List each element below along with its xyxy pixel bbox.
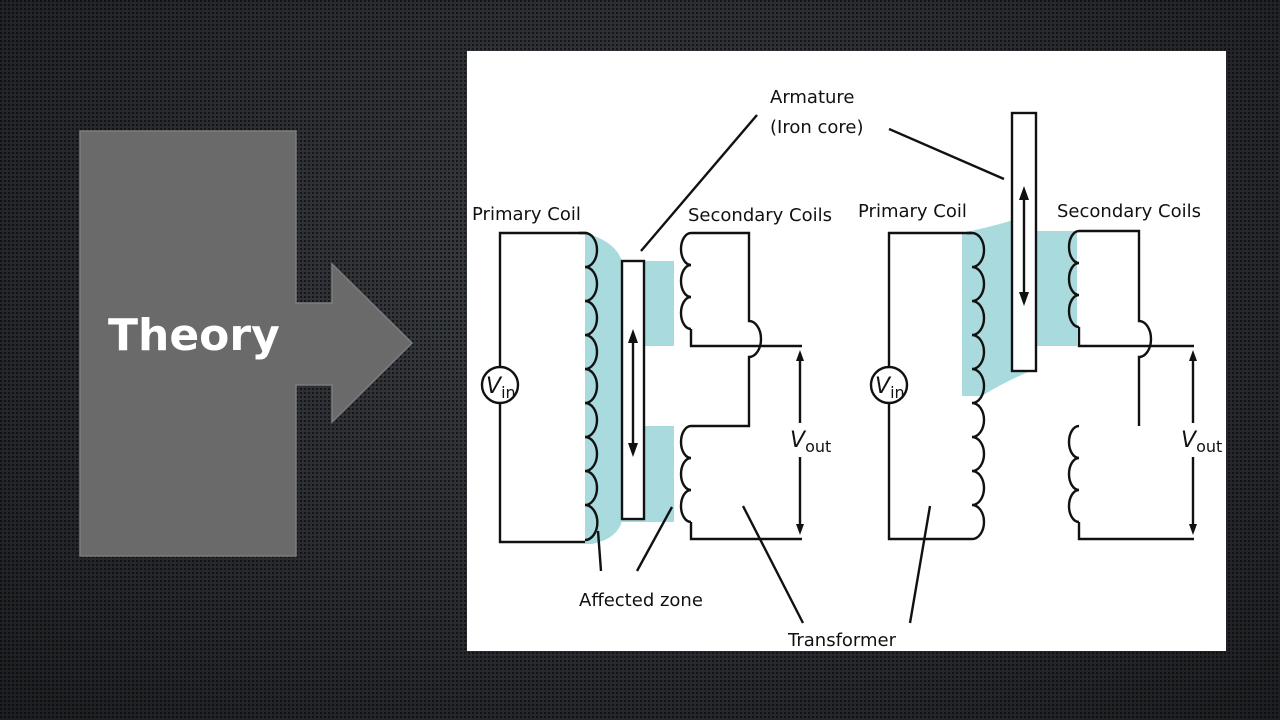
primary-wire-right (887, 231, 972, 541)
secondary-coil-left-upper (679, 231, 692, 331)
primary-coil-right (967, 231, 986, 541)
lvdt-diagram: Vin Vout Vin (467, 51, 1226, 651)
arrow-head-down-left (628, 443, 638, 457)
primary-wire-left (498, 231, 587, 544)
iron-core-label: (Iron core) (770, 117, 864, 138)
secondary-coil-left-lower (679, 424, 692, 524)
vin-label-right: Vin (875, 374, 905, 402)
arrow-head-down-right (1019, 292, 1029, 306)
primary-coil-left (579, 231, 599, 542)
secondary-coil-right-upper (1067, 229, 1080, 329)
affected-zone-leader-1 (596, 530, 603, 572)
vout-label-bg-left (782, 423, 832, 457)
arrow-head-up-right (1019, 186, 1029, 200)
secondary-wire-left (689, 231, 802, 541)
primary-coil-label-right: Primary Coil (858, 201, 967, 222)
affected-zone-leader-2 (635, 506, 674, 572)
slide-title: Theory (108, 310, 280, 361)
primary-coil-label-left: Primary Coil (472, 204, 581, 225)
affected-zone-label: Affected zone (579, 590, 703, 611)
secondary-wire-right (1077, 229, 1194, 541)
vin-source-left (480, 365, 520, 405)
secondary-coils-label-left: Secondary Coils (688, 205, 832, 226)
vin-source-right (869, 365, 909, 405)
vout-head-bottom-left (796, 524, 804, 535)
armature-label: Armature (770, 87, 855, 108)
vin-label-left: Vin (486, 374, 516, 402)
lvdt-diagram-svg: Vin Vout Vin (472, 87, 1226, 651)
transformer-leader-left (741, 505, 805, 624)
vout-label-right: Vout (1181, 428, 1222, 456)
transformer-label: Transformer (787, 630, 897, 651)
vout-head-top-left (796, 350, 804, 361)
secondary-coil-right-lower (1067, 424, 1080, 524)
vout-head-top-right (1189, 350, 1197, 361)
armature-leader-left (640, 114, 758, 252)
vout-label-bg-right (1177, 423, 1226, 457)
vout-label-left: Vout (790, 428, 831, 456)
affected-zone-left-primary (585, 233, 622, 544)
secondary-coils-label-right: Secondary Coils (1057, 201, 1201, 222)
armature-leader-right (888, 127, 1005, 181)
arrow-head-up-left (628, 329, 638, 343)
transformer-leader-right (908, 505, 932, 624)
vout-head-bottom-right (1189, 524, 1197, 535)
